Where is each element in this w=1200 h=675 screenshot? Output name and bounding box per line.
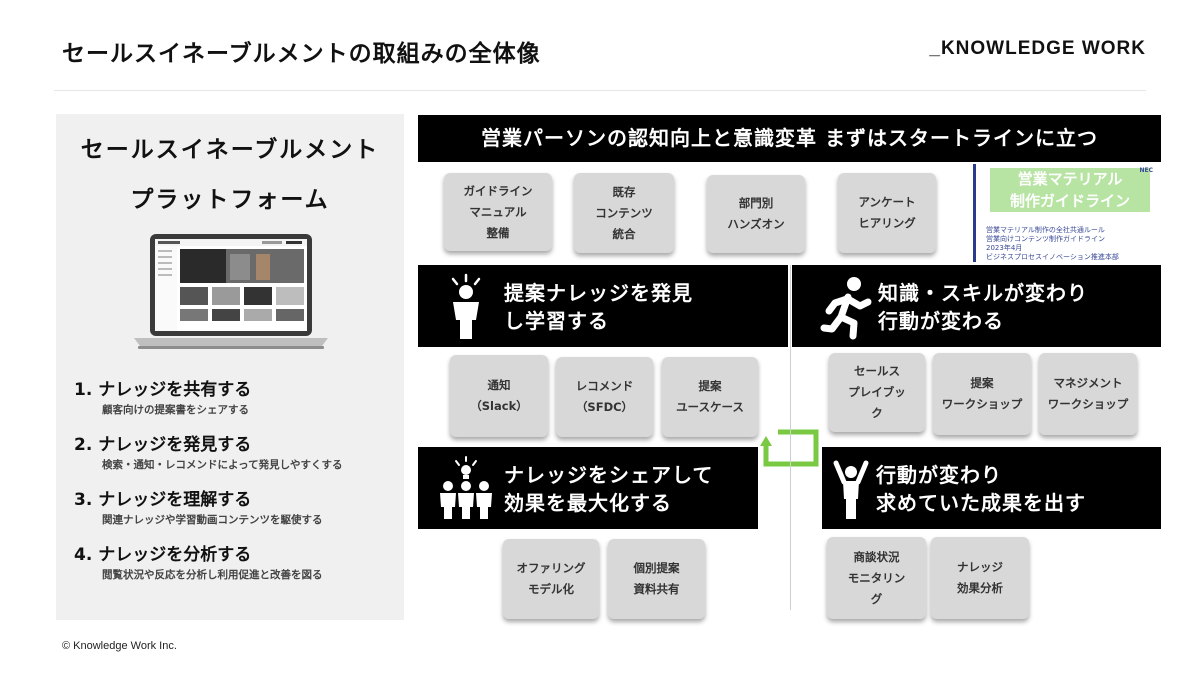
top-banner: 営業パーソンの認知向上と意識変革 まずはスタートラインに立つ xyxy=(418,115,1161,162)
step-item: 1. ナレッジを共有する 顧客向けの提案書をシェアする xyxy=(74,378,404,418)
copyright-footer: © Knowledge Work Inc. xyxy=(62,640,177,652)
card-survey: アンケート ヒアリング xyxy=(838,173,936,253)
platform-title-line2: プラットフォーム xyxy=(130,187,330,213)
person-raised-arms-icon xyxy=(833,460,869,519)
step-description: 顧客向けの提案書をシェアする xyxy=(102,404,249,416)
card-proposal-usecase: 提案 ユースケース xyxy=(662,357,758,437)
card-existing-content: 既存 コンテンツ 統合 xyxy=(574,173,674,253)
brand-logo: _KNOWLEDGE WORK xyxy=(929,38,1146,59)
guideline-text: 営業マテリアル制作の全社共通ルール 営業向けコンテンツ制作ガイドライン 2023… xyxy=(986,226,1119,261)
card-knowledge-analysis: ナレッジ 効果分析 xyxy=(931,537,1029,619)
card-management-workshop: マネジメント ワークショップ xyxy=(1039,353,1137,435)
quadrant-share: ナレッジをシェアして 効果を最大化する xyxy=(418,447,758,529)
card-guideline: ガイドライン マニュアル 整備 xyxy=(444,173,552,251)
nec-logo: NEC xyxy=(1139,167,1153,174)
card-sales-playbook: セールス プレイブッ ク xyxy=(829,353,925,432)
card-deal-monitoring: 商談状況 モニタリン グ xyxy=(827,537,926,619)
header-divider xyxy=(54,90,1146,91)
step-description: 検索・通知・レコメンドによって発見しやすくする xyxy=(102,459,343,471)
platform-panel xyxy=(56,114,404,620)
step-heading: 3. ナレッジを理解する xyxy=(74,490,252,510)
step-heading: 4. ナレッジを分析する xyxy=(74,545,252,565)
center-divider xyxy=(790,265,791,610)
quadrant-result-text: 行動が変わり 求めていた成果を出す xyxy=(876,463,1086,515)
quadrant-skill: 知識・スキルが変わり 行動が変わる xyxy=(792,265,1161,347)
guideline-document-thumbnail: 営業マテリアル 制作ガイドライン 営業マテリアル制作の全社共通ルール 営業向けコ… xyxy=(973,164,1161,262)
step-description: 閲覧状況や反応を分析し利用促進と改善を図る xyxy=(102,569,323,581)
group-idea-icon xyxy=(440,456,492,519)
step-description: 関連ナレッジや学習動画コンテンツを駆使する xyxy=(102,514,323,526)
step-item: 4. ナレッジを分析する 閲覧状況や反応を分析し利用促進と改善を図る xyxy=(74,543,404,583)
quadrant-share-text: ナレッジをシェアして 効果を最大化する xyxy=(504,463,714,515)
quadrant-skill-text: 知識・スキルが変わり 行動が変わる xyxy=(878,281,1088,333)
step-heading: 2. ナレッジを発見する xyxy=(74,435,252,455)
card-handson: 部門別 ハンズオン xyxy=(707,175,805,253)
step-item: 3. ナレッジを理解する 関連ナレッジや学習動画コンテンツを駆使する xyxy=(74,488,404,528)
laptop-screenshot xyxy=(134,234,328,349)
guideline-title: 営業マテリアル 制作ガイドライン xyxy=(990,168,1150,212)
quadrant-result: 行動が変わり 求めていた成果を出す xyxy=(822,447,1161,529)
quadrant-discover: 提案ナレッジを発見 し学習する xyxy=(418,265,788,347)
cycle-arrow-icon xyxy=(760,429,819,467)
card-notification: 通知 （Slack） xyxy=(450,355,548,437)
card-offering-model: オファリング モデル化 xyxy=(503,539,599,619)
step-heading: 1. ナレッジを共有する xyxy=(74,380,252,400)
running-person-icon xyxy=(820,277,872,340)
person-idea-icon xyxy=(451,273,481,339)
platform-title-line1: セールスイネーブルメント xyxy=(80,137,380,163)
card-individual-proposal: 個別提案 資料共有 xyxy=(608,539,705,619)
step-list: 1. ナレッジを共有する 顧客向けの提案書をシェアする 2. ナレッジを発見する… xyxy=(74,378,404,598)
step-item: 2. ナレッジを発見する 検索・通知・レコメンドによって発見しやすくする xyxy=(74,433,404,473)
page-title: セールスイネーブルメントの取組みの全体像 xyxy=(62,41,541,67)
quadrant-discover-text: 提案ナレッジを発見 し学習する xyxy=(504,281,693,333)
card-proposal-workshop: 提案 ワークショップ xyxy=(933,353,1031,435)
card-recommend: レコメンド （SFDC） xyxy=(556,357,653,437)
